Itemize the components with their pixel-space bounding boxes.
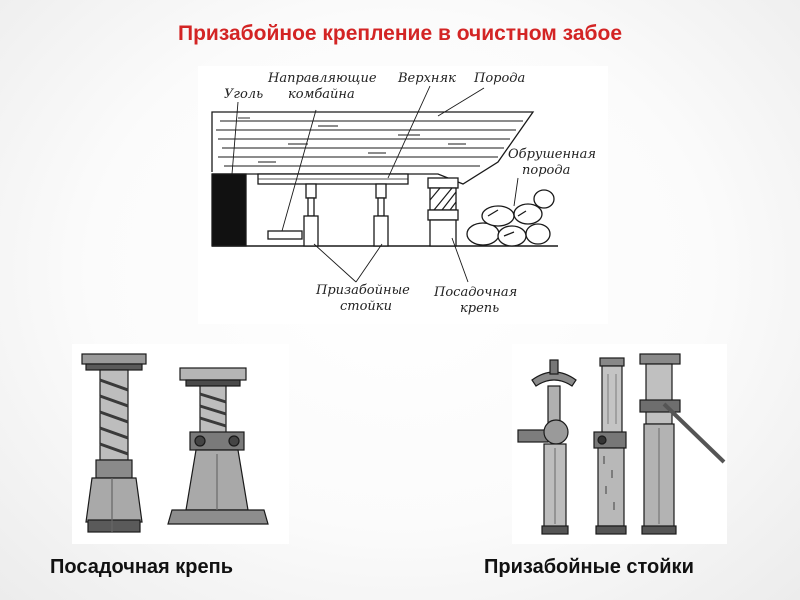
landing-support-illustration xyxy=(72,344,289,544)
face-props-svg xyxy=(517,353,726,535)
face-props-illustration xyxy=(512,344,727,544)
label-landing-line1: Посадочная xyxy=(433,285,517,300)
screw-jack-wide xyxy=(167,367,269,525)
face-prop-1 xyxy=(303,183,319,247)
label-face-props-line1: Призабойные xyxy=(315,283,410,298)
diagram-svg: Уголь Направляющие комбайна Верхняк Поро… xyxy=(211,71,596,316)
hydraulic-prop-1 xyxy=(517,359,577,535)
label-guides-line1: Направляющие xyxy=(267,71,377,86)
mine-face-diagram: Уголь Направляющие комбайна Верхняк Поро… xyxy=(198,66,608,324)
screw-jack-tall xyxy=(81,353,147,533)
label-collapsed-line1: Обрушенная xyxy=(508,147,596,162)
label-face-props-line2: стойки xyxy=(340,299,392,314)
label-guides-line2: комбайна xyxy=(288,87,355,102)
collapsed-rock xyxy=(466,189,555,247)
landing-support-svg xyxy=(81,353,269,533)
label-landing-line2: крепь xyxy=(460,301,499,316)
slide-title: Призабойное крепление в очистном забое xyxy=(178,22,622,45)
label-cap: Верхняк xyxy=(397,71,456,86)
label-collapsed-line2: порода xyxy=(522,163,570,178)
label-coal: Уголь xyxy=(224,87,263,102)
face-prop-2 xyxy=(373,183,389,247)
caption-landing-support: Посадочная крепь xyxy=(50,556,233,578)
combine-guide xyxy=(267,230,303,240)
coal-seam xyxy=(211,173,247,247)
landing-support xyxy=(427,177,459,247)
caption-face-props: Призабойные стойки xyxy=(484,556,694,578)
label-rock: Порода xyxy=(473,71,525,86)
hydraulic-prop-3 xyxy=(639,353,726,535)
hydraulic-prop-2 xyxy=(593,357,627,535)
